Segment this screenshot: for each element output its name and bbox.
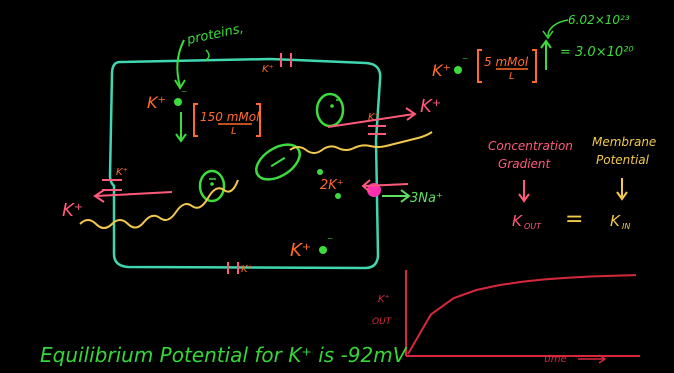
k-leak-arrow-right <box>327 107 417 128</box>
k-leak-wave-right <box>289 131 433 154</box>
conc-inside-bracket-right <box>256 103 261 137</box>
k-out-label: K <box>512 212 523 230</box>
anion-outside-dot <box>454 66 462 74</box>
conc-inside-value: 150 mMol <box>200 110 260 124</box>
channel-k-left: K⁺ <box>116 167 128 178</box>
conc-outside-bracket-right <box>532 49 537 83</box>
anion-inside-top-dot <box>174 98 182 106</box>
k-inside-top: K⁺ <box>147 93 166 112</box>
k-leak-right: K⁺ <box>420 96 441 117</box>
k-leak-left: K⁺ <box>62 200 83 221</box>
graph-xlabel: time <box>544 354 567 365</box>
k-leak-arrow-left <box>93 189 173 203</box>
protein-oval-1 <box>315 92 345 128</box>
k-out-graph: K⁺ OUT time <box>372 270 640 365</box>
proteins-label: proteins, <box>185 21 245 48</box>
proteins-hook <box>205 49 210 61</box>
proteins-arrow <box>176 39 185 87</box>
k-in-label: K <box>610 212 621 230</box>
up-arrow-outside <box>540 39 552 70</box>
potential-arrow-down <box>616 178 628 201</box>
protein-oval-3 <box>198 169 226 203</box>
down-arrow-inside <box>175 112 187 143</box>
equilibrium-title: Equilibrium Potential for K⁺ is -92mV <box>40 343 408 367</box>
anion-inside-top: ⁻ <box>181 86 187 100</box>
pump-k-dot-2 <box>335 193 341 199</box>
cell-membrane <box>108 57 382 270</box>
pump-arrow-in <box>361 179 409 193</box>
gradient-arrow-down <box>518 180 530 203</box>
time-arrow <box>578 354 607 364</box>
avogadro-arrow <box>542 19 569 40</box>
equals-sign: = <box>565 207 583 232</box>
conc-outside-value: 5 mMol <box>484 55 529 69</box>
conc-outside-unit: L <box>509 71 515 82</box>
anion-inside-bottom: ⁻ <box>327 233 333 247</box>
proteins-arrowhead <box>174 79 186 90</box>
k-outside: K⁺ <box>432 61 451 80</box>
graph-curve-line <box>407 274 637 355</box>
anion-outside: ⁻ <box>462 53 468 67</box>
k-inside-bottom: K⁺ <box>290 240 311 261</box>
avogadro-number: 6.02×10²³ <box>568 13 630 27</box>
pump-arrow-out <box>382 189 411 203</box>
channel-k-right: K⁺ <box>368 112 380 123</box>
ions-outside-count: = 3.0×10²⁰ <box>560 45 634 60</box>
channel-k-top: K⁺ <box>262 64 274 75</box>
anion-inside-bottom-dot <box>319 246 327 254</box>
k-leak-wave-left <box>79 179 239 229</box>
conc-outside-bracket-left <box>477 49 482 83</box>
membrane-channels <box>102 53 386 274</box>
conc-inside-bracket-left <box>193 103 198 137</box>
channel-k-bottom: K⁺ <box>241 264 253 275</box>
two-k-label: 2K⁺ <box>320 178 344 193</box>
k-out-subscript: OUT <box>524 222 542 231</box>
pump-k-dot-1 <box>317 169 323 175</box>
conc-inside-unit: L <box>231 126 237 137</box>
graph-ylabel-bottom: OUT <box>372 317 393 327</box>
k-in-subscript: IN <box>622 222 630 231</box>
protein-oval-2 <box>255 143 301 181</box>
graph-ylabel-top: K⁺ <box>378 294 390 305</box>
three-na-label: 3Na⁺ <box>410 191 443 206</box>
